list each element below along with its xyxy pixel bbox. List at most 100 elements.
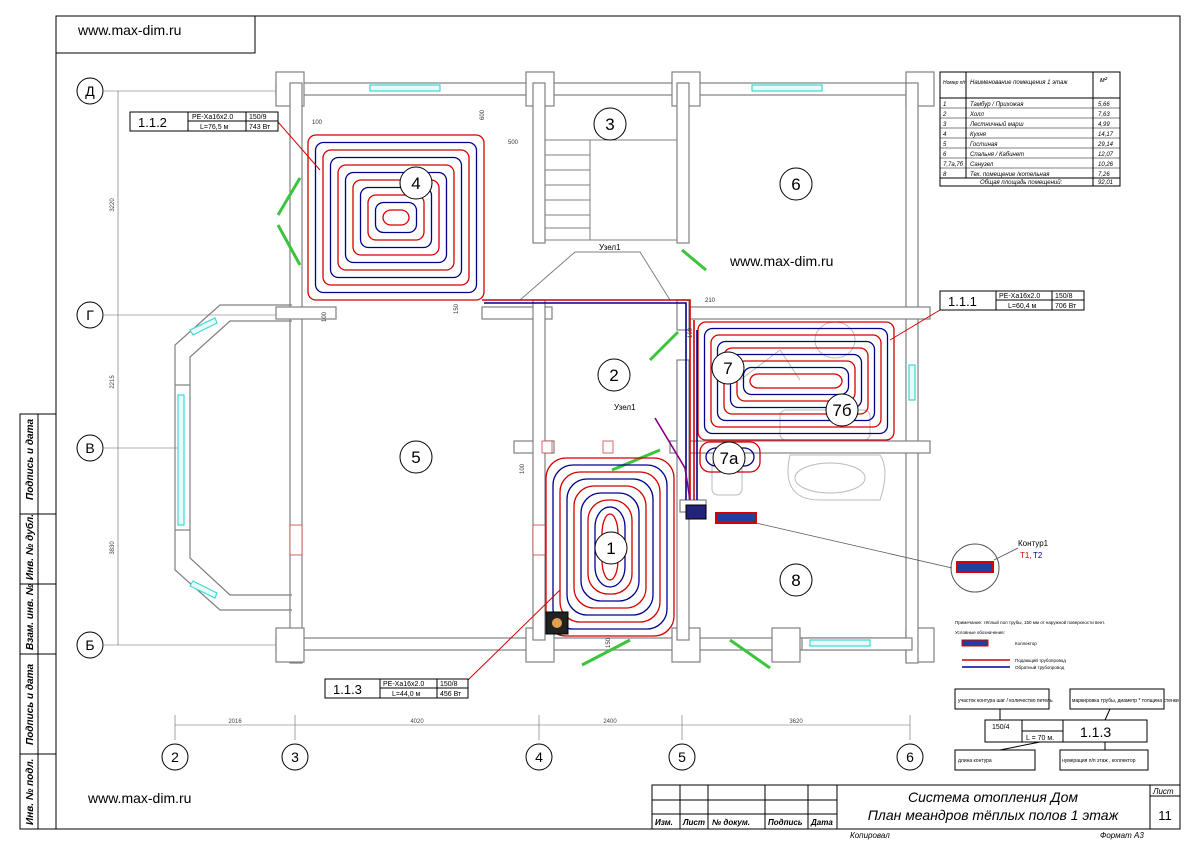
axis-num-4: 4 (535, 749, 543, 765)
table-cell: Тамбур / Прихожая (970, 102, 1024, 108)
kontur-t1: Т1, (1020, 551, 1032, 560)
legend-title: Условные обозначения: (955, 630, 1005, 635)
heating-loop-turn (552, 464, 668, 630)
table-cell: 7,26 (1098, 172, 1110, 178)
room-6: 6 (791, 175, 800, 194)
stamp-text-4: Подпись и дата (25, 664, 36, 745)
room-3: 3 (605, 115, 614, 134)
hdim-1: 2016 (228, 719, 242, 725)
axis-letter-d: Д (85, 83, 95, 99)
room-7b: 7б (832, 401, 851, 420)
room-1: 1 (606, 539, 615, 558)
dim-100d: 100 (520, 463, 526, 474)
dim-100c: 100 (688, 327, 694, 338)
watermark-bottom: www.max-dim.ru (87, 790, 191, 806)
key-box4: нумерация п/п этаж , коллектор (1062, 758, 1136, 764)
room-table: Номер п/п Наименование помещения 1 этаж … (939, 71, 1121, 187)
dim-100b: 100 (322, 311, 328, 322)
table-cell: 29,14 (1097, 142, 1114, 148)
circuit-112-power: 743 Вт (249, 124, 271, 131)
dim-600: 600 (480, 109, 486, 120)
feed-pipes (482, 299, 698, 501)
circuit-112-length: L=76,5 м (200, 124, 229, 131)
heating-loop-turn (573, 485, 647, 609)
vdim-2: 2215 (110, 375, 116, 389)
heating-loop-turn (697, 321, 895, 441)
dim-150b: 150 (606, 637, 612, 648)
key-diagram: участок контура шаг / количество петель … (954, 688, 1179, 771)
stamp-text-3: Взам. инв. № (25, 583, 36, 650)
tb-col-sign: Подпись (768, 818, 803, 827)
doors (276, 177, 771, 670)
title-block (651, 784, 1181, 830)
axis-num-6: 6 (906, 749, 914, 765)
heating-loop-turn (352, 179, 440, 256)
table-cell: 7,63 (1098, 112, 1110, 118)
table-cell: 3 (943, 122, 947, 128)
table-cell: 5 (943, 142, 947, 148)
tb-format: Формат А3 (1100, 831, 1144, 840)
side-stamp: Подпись и дата Инв. № дубл. Взам. инв. №… (19, 413, 57, 830)
key-box2: маркировка трубы, диаметр * толщина стен… (1072, 698, 1179, 704)
heating-loop-turn (322, 149, 470, 286)
room-4: 4 (411, 174, 420, 193)
hdim-3: 2400 (603, 719, 617, 725)
table-cell: Холл (969, 112, 984, 118)
heating-loop-turn (374, 201, 418, 234)
dim-100a: 100 (312, 120, 323, 126)
legend-item-1: Коллектор (1015, 641, 1037, 646)
table-cell: Гостиная (970, 142, 998, 148)
heating-loop-turn (382, 209, 410, 226)
room-5: 5 (411, 448, 420, 467)
table-cell: 14,17 (1098, 132, 1114, 138)
circuit-112-pipe: PE-Xa16x2.0 (192, 114, 233, 121)
circuit-111-power: 706 Вт (1055, 303, 1077, 310)
circuit-113-length: L=44,0 м (392, 691, 421, 698)
table-cell: Тех. помещение /котельная (970, 172, 1050, 178)
table-total-label: Общая площадь помещений: (980, 179, 1063, 186)
table-cell: 12,07 (1098, 152, 1114, 158)
stamp-text-2: Инв. № дубл. (24, 514, 36, 580)
circuit-label-112: 1.1.2 PE-Xa16x2.0 150/9 L=76,5 м 743 Вт (129, 111, 321, 171)
heating-loop-turn (329, 156, 463, 279)
table-cell: 5,66 (1098, 102, 1110, 108)
node-label-top: Узел1 (599, 243, 621, 252)
circuit-113-id: 1.1.3 (333, 682, 362, 697)
table-cell: 10,26 (1098, 162, 1114, 168)
table-cell: Санузел (970, 162, 994, 168)
heating-loop-turn (749, 373, 843, 389)
circuit-label-111: 1.1.1 PE-Xa16x2.0 150/8 L=60,4 м 706 Вт (889, 290, 1085, 341)
watermark-top: www.max-dim.ru (77, 22, 181, 38)
heating-loop-turn (367, 194, 425, 241)
key-id: 1.1.3 (1080, 724, 1111, 740)
hdim-4: 3620 (789, 719, 803, 725)
node-label-mid: Узел1 (614, 403, 636, 412)
circuit-111-length: L=60,4 м (1008, 303, 1037, 310)
axis-bubbles (76, 77, 924, 771)
tb-copied: Копировал (850, 831, 890, 840)
bathroom-fixtures (711, 321, 886, 501)
heating-loop-turn (703, 327, 889, 435)
table-total-value: 92,01 (1098, 180, 1113, 186)
circuit-111-id: 1.1.1 (948, 294, 977, 309)
circuit-111-step: 150/8 (1055, 293, 1073, 300)
table-cell: Лестничный марш (969, 121, 1024, 128)
axis-letter-b: Б (85, 637, 94, 653)
axis-letter-g: Г (86, 307, 94, 323)
tb-col-izm: Изм. (655, 818, 673, 827)
table-h2: Наименование помещения 1 этаж (970, 80, 1068, 86)
circuit-label-113: 1.1.3 PE-Xa16x2.0 150/8 L=44,0 м 456 Вт (324, 589, 561, 699)
circuit-111-pipe: PE-Xa16x2.0 (999, 293, 1040, 300)
watermark-center: www.max-dim.ru (729, 253, 833, 269)
watermark-box (55, 15, 256, 54)
room-7a: 7а (720, 449, 739, 468)
note-line: Примечание: тёплый пол трубы, 150 мм от … (955, 619, 1105, 625)
room-8: 8 (791, 571, 800, 590)
tb-title-1: Система отопления Дом (908, 789, 1078, 805)
dim-210: 210 (705, 298, 716, 304)
vdim-1: 3220 (110, 198, 116, 212)
table-cell: 1 (943, 102, 946, 108)
circuit-112-id: 1.1.2 (138, 115, 167, 130)
heating-loop-turn (580, 492, 640, 602)
